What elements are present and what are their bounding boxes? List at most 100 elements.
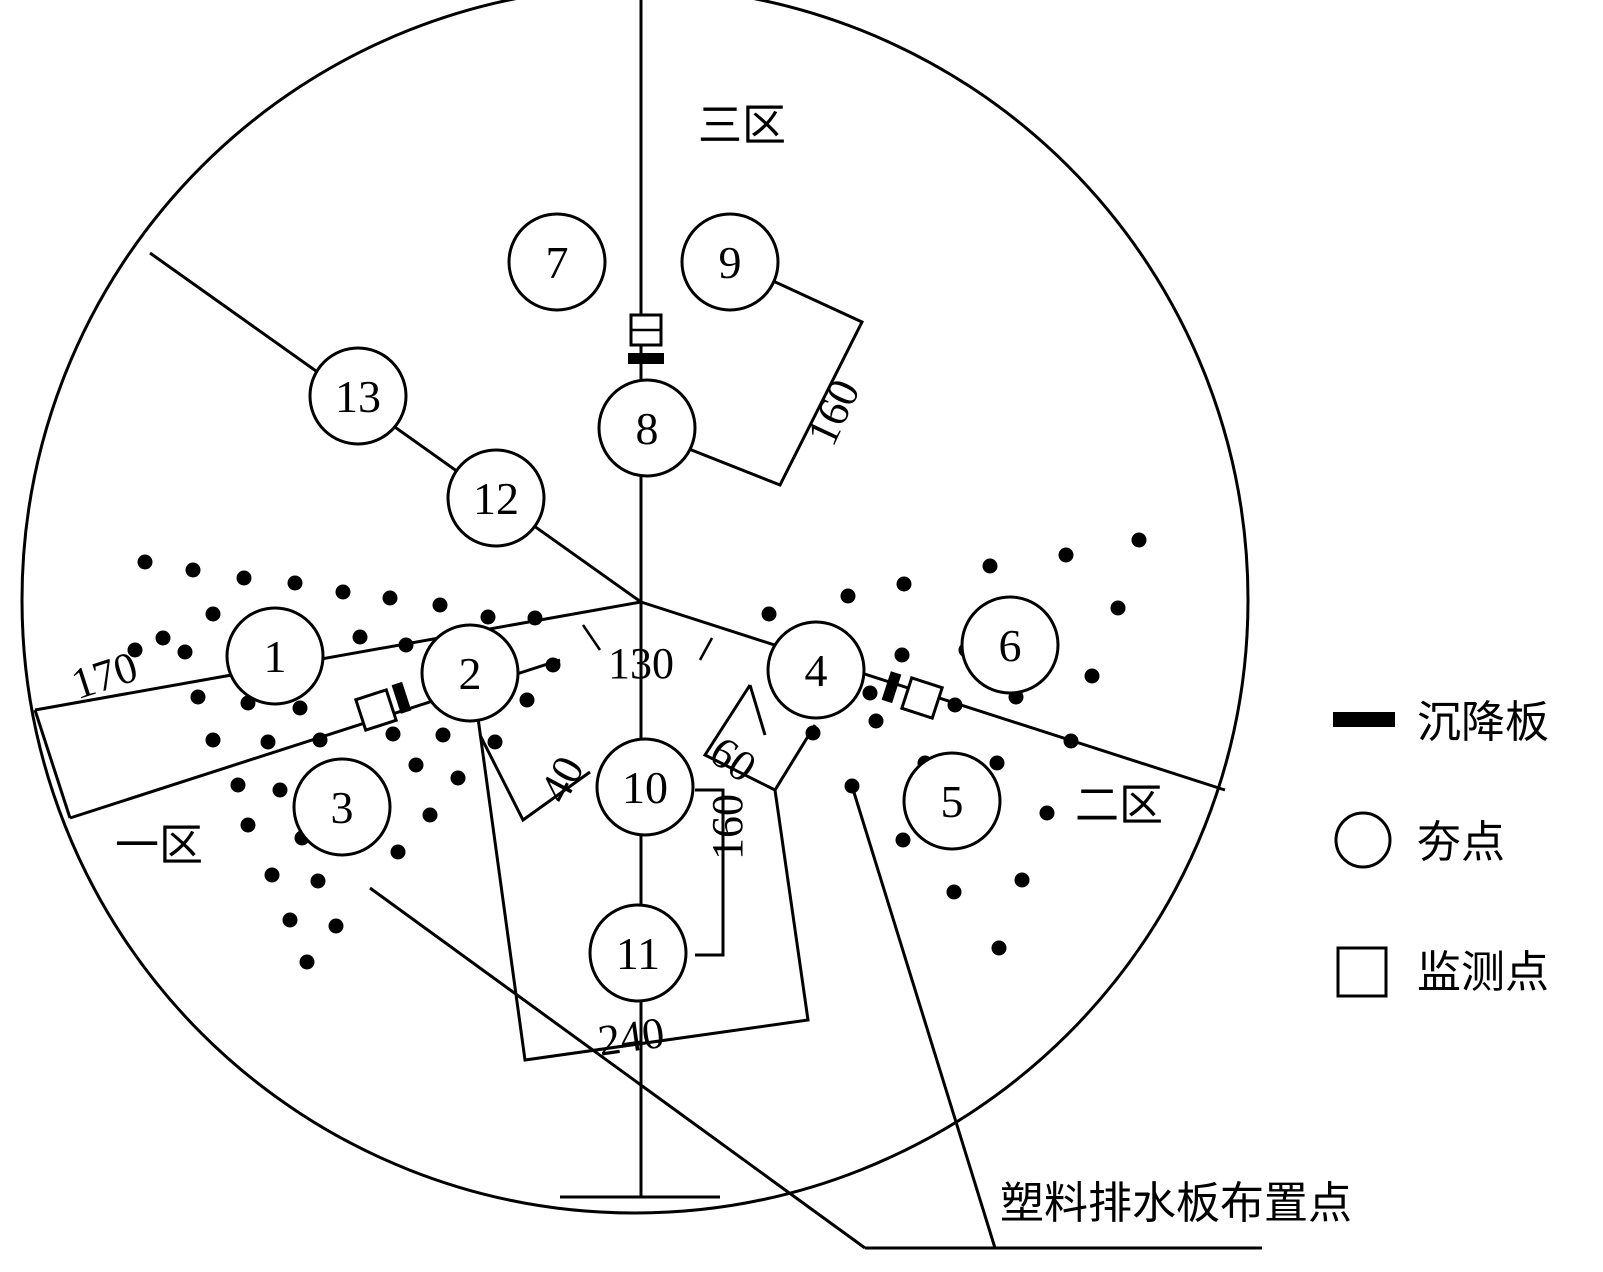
drain-board-point: [385, 726, 401, 742]
legend-settlement-plate-icon: [1333, 712, 1395, 727]
drain-board-point: [435, 727, 451, 743]
zone-label-1: 一区: [115, 820, 203, 871]
tamping-point-label: 6: [999, 620, 1022, 671]
drain-board-point: [155, 630, 171, 646]
drain-board-point: [205, 606, 221, 622]
tamping-point-circle: [680, 212, 780, 312]
settlement-plate-marker: [391, 681, 412, 714]
drain-board-point: [127, 642, 143, 658]
drain-board-point: [1131, 532, 1147, 548]
drain-board-point: [1058, 547, 1074, 563]
drain-board-point: [310, 873, 326, 889]
drain-board-point: [264, 867, 280, 883]
drain-board-point: [862, 685, 878, 701]
tamping-point-label: 3: [331, 782, 354, 833]
drain-board-point: [1110, 600, 1126, 616]
drain-board-point: [335, 584, 351, 600]
tamping-point-circle: [292, 757, 392, 857]
drain-board-point: [177, 644, 193, 660]
legend-tamping-point-icon: [1334, 811, 1392, 869]
drain-board-point: [137, 554, 153, 570]
legend-monitoring-point-label: 监测点: [1417, 947, 1549, 998]
tamping-point-label: 13: [335, 371, 381, 422]
drain-board-point: [450, 770, 466, 786]
drain-board-point: [422, 807, 438, 823]
drain-board-point: [240, 817, 256, 833]
dimension-frame-60-tick: [748, 684, 767, 736]
drain-board-point: [840, 588, 856, 604]
drain-board-point: [205, 732, 221, 748]
drain-board-point: [352, 629, 368, 645]
legend-monitoring-point-icon: [1336, 946, 1388, 998]
drain-board-point: [287, 575, 303, 591]
tamping-point-label: 5: [941, 776, 964, 827]
drain-board-point: [272, 782, 288, 798]
tamping-point-label: 12: [473, 473, 519, 524]
drain-board-point: [398, 637, 414, 653]
legend-tamping-point-label: 夯点: [1417, 817, 1505, 868]
tamping-point-label: 10: [622, 762, 668, 813]
tamping-point-circle: [595, 737, 695, 837]
drain-board-point: [989, 755, 1005, 771]
drain-board-point: [519, 692, 535, 708]
drain-board-point: [487, 734, 503, 750]
drain-board-point: [868, 713, 884, 729]
drain-board-callout-label: 塑料排水板布置点: [1000, 1178, 1352, 1229]
dimension-label-40: 40: [530, 748, 594, 810]
drain-board-point: [545, 657, 561, 673]
tamping-point-circle: [588, 903, 688, 1003]
drain-board-point: [947, 697, 963, 713]
leader-line-right: [850, 785, 997, 1249]
settlement-plate-marker: [881, 671, 902, 704]
drain-board-point: [408, 757, 424, 773]
drain-board-point: [328, 918, 344, 934]
drain-board-point: [896, 576, 912, 592]
drain-board-point: [230, 777, 246, 793]
monitoring-point-square: [899, 675, 945, 721]
tamping-point-circle: [597, 378, 697, 478]
drain-board-point: [1039, 805, 1055, 821]
legend-settlement-plate-label: 沉降板: [1417, 697, 1549, 748]
drain-board-point: [382, 590, 398, 606]
drain-board-point: [982, 558, 998, 574]
tamping-point-circle: [766, 620, 866, 720]
dimension-label-130: 130: [608, 639, 674, 688]
settlement-plate-marker: [628, 353, 664, 364]
drain-board-point: [946, 884, 962, 900]
dimension-label-160-top: 160: [797, 372, 869, 453]
drain-board-point: [480, 609, 496, 625]
tamping-point-label: 2: [459, 648, 482, 699]
tamping-point-label: 7: [546, 237, 569, 288]
drain-board-point: [390, 844, 406, 860]
tamping-point-label: 11: [616, 928, 660, 979]
angle-tick-left: [581, 624, 602, 651]
drain-board-point: [991, 940, 1007, 956]
site-boundary-circle: [20, 0, 1250, 1215]
tamping-point-circle: [960, 595, 1060, 695]
dimension-frame-60: [702, 684, 817, 792]
dimension-label-160-mid: 160: [703, 794, 752, 860]
drain-board-point: [190, 689, 206, 705]
tamping-point-label: 9: [719, 237, 742, 288]
drain-board-point: [894, 647, 910, 663]
tamping-point-circle: [308, 346, 408, 446]
dimension-frame-160-mid: [695, 788, 725, 957]
drain-board-point: [1084, 668, 1100, 684]
drain-board-point: [312, 732, 328, 748]
drain-board-point: [299, 954, 315, 970]
drain-board-point: [805, 725, 821, 741]
drain-board-point: [432, 597, 448, 613]
drain-board-point: [761, 606, 777, 622]
dimension-frame-160-top: [640, 266, 865, 487]
drain-board-point: [527, 610, 543, 626]
drain-board-point: [292, 700, 308, 716]
tamping-point-label: 1: [264, 631, 287, 682]
dimension-frame-240: [476, 717, 810, 1062]
zone-label-2: 二区: [1075, 780, 1163, 831]
tamping-point-circle: [507, 212, 607, 312]
drain-board-point: [1014, 872, 1030, 888]
tamping-point-circle: [225, 606, 325, 706]
tamping-point-label: 4: [805, 645, 828, 696]
angle-tick-right: [698, 637, 714, 661]
